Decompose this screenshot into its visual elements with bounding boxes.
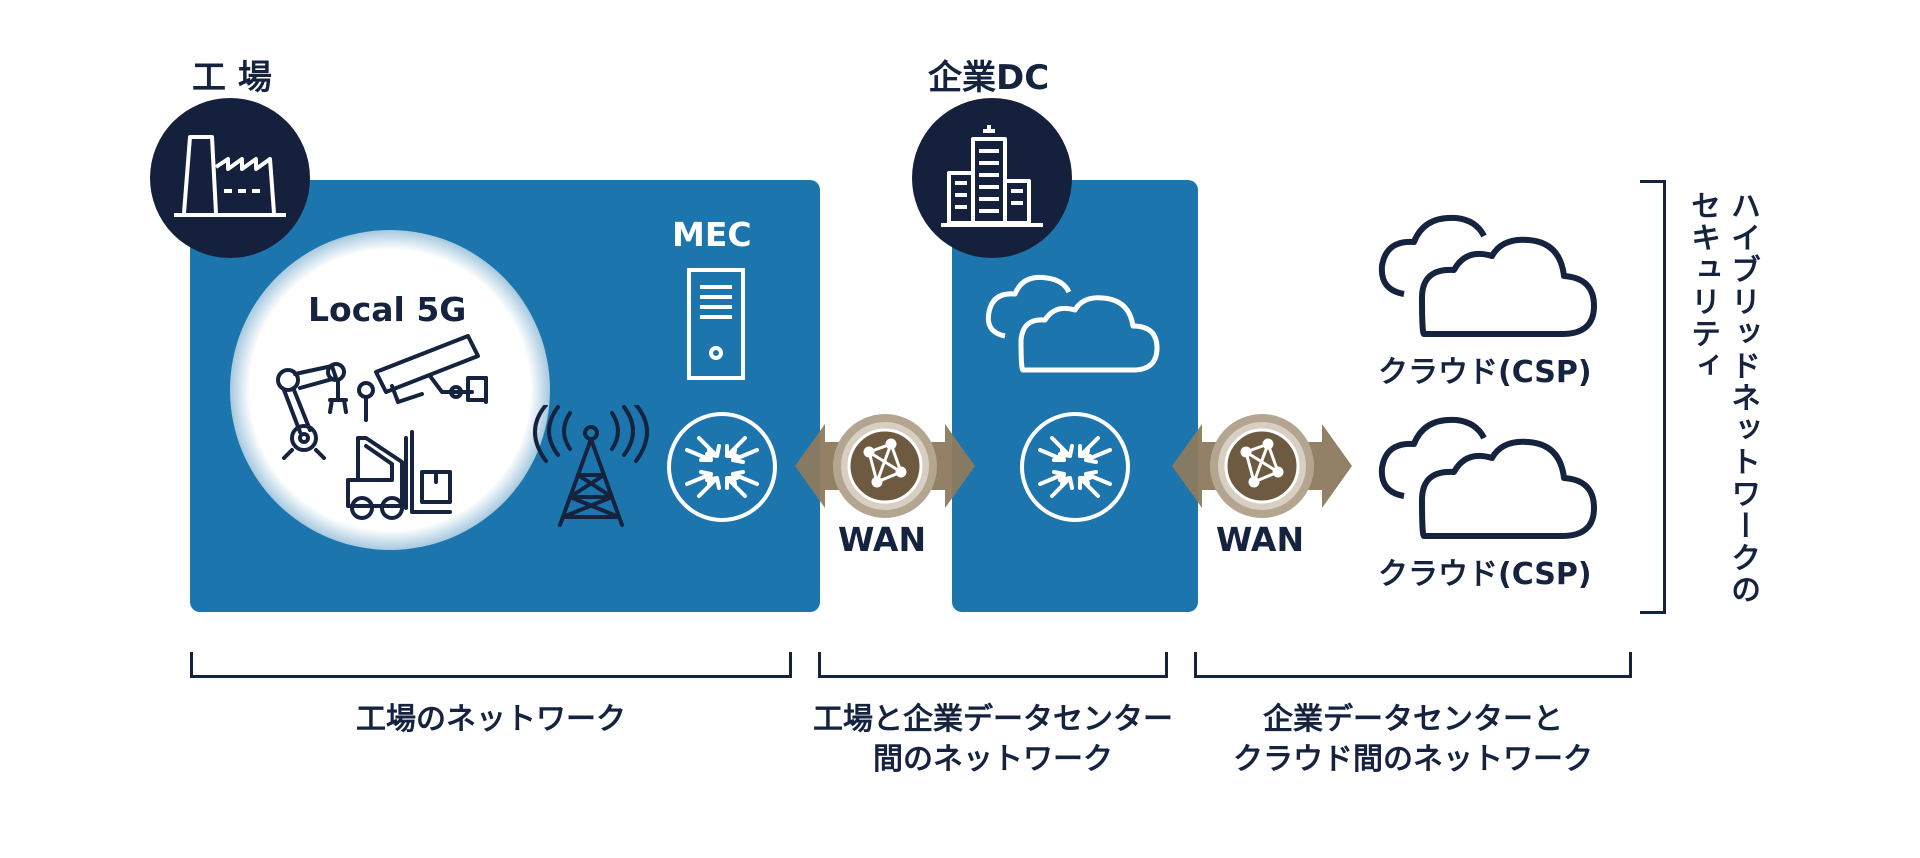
wan-connector-right[interactable] bbox=[1172, 412, 1352, 520]
bracket-factory-dc-network bbox=[818, 652, 1168, 678]
label-dc-cloud-line2: クラウド間のネットワーク bbox=[1233, 742, 1593, 777]
antenna-tower-icon bbox=[533, 405, 649, 527]
cloud-csp-top-label: クラウド(CSP) bbox=[1378, 355, 1592, 390]
label-hybrid-line1: ハイブリッドネットワークの bbox=[1725, 190, 1760, 606]
mec-label: MEC bbox=[672, 215, 752, 254]
bracket-factory-network bbox=[190, 652, 792, 678]
private-cloud-icon bbox=[985, 274, 1160, 373]
security-camera-icon bbox=[374, 334, 488, 404]
datacenter-router-icon[interactable] bbox=[1018, 410, 1132, 524]
label-hybrid-line2: セキュリティ bbox=[1685, 190, 1720, 382]
label-factory-dc-line2: 間のネットワーク bbox=[873, 742, 1113, 777]
factory-badge bbox=[150, 98, 310, 258]
label-dc-cloud-line1: 企業データセンターと bbox=[1263, 702, 1563, 737]
robot-arm-icon bbox=[276, 362, 375, 460]
forklift-icon bbox=[346, 430, 452, 520]
label-factory-network: 工場のネットワーク bbox=[356, 702, 626, 737]
bracket-hybrid-security bbox=[1640, 180, 1666, 614]
wan-label-left: WAN bbox=[838, 520, 927, 559]
wan-label-right: WAN bbox=[1216, 520, 1305, 559]
local-5g-label: Local 5G bbox=[308, 290, 467, 329]
cloud-csp-bottom-label: クラウド(CSP) bbox=[1378, 557, 1592, 592]
cloud-csp-top-icon bbox=[1378, 214, 1597, 337]
datacenter-title: 企業DC bbox=[928, 58, 1050, 98]
factory-router-icon[interactable] bbox=[665, 410, 779, 524]
wan-connector-left[interactable] bbox=[795, 412, 975, 520]
factory-icon bbox=[174, 135, 286, 217]
datacenter-badge bbox=[912, 98, 1072, 258]
building-icon bbox=[941, 125, 1043, 227]
label-factory-dc-line1: 工場と企業データセンター bbox=[813, 702, 1173, 737]
server-icon bbox=[687, 268, 745, 380]
cloud-csp-bottom-icon bbox=[1378, 416, 1597, 539]
factory-title: 工 場 bbox=[192, 58, 272, 98]
bracket-dc-cloud-network bbox=[1194, 652, 1632, 678]
